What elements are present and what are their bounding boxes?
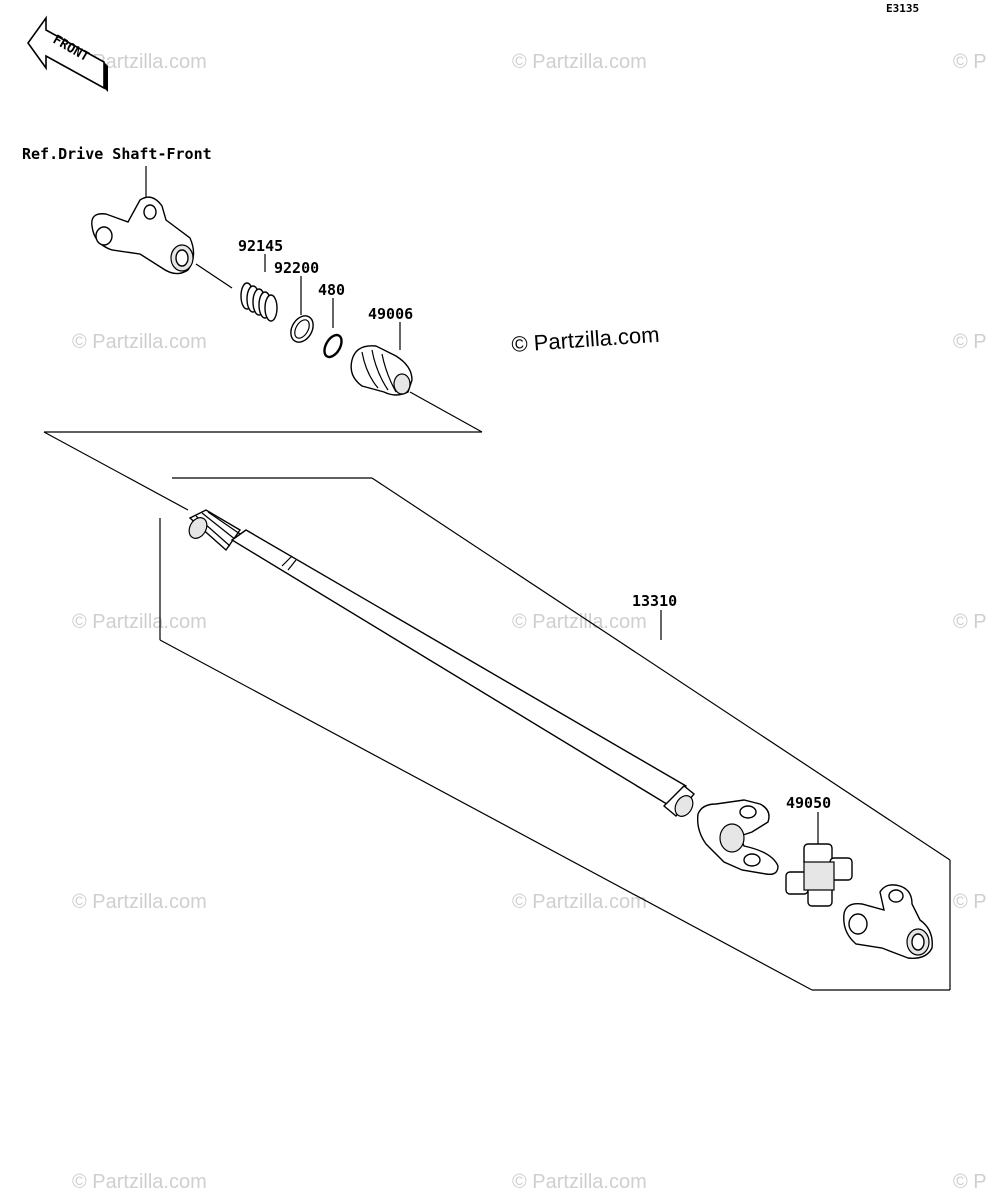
watermark-main: © Partzilla.com [511,322,661,357]
circlip-part [323,333,343,359]
watermark: © Partzilla.com [512,891,647,913]
boot-part [350,345,413,396]
part-number-label: 49006 [368,305,413,323]
diagram-code: E3135 [886,2,919,15]
watermark: © Partzilla.com [72,611,207,633]
part-number-label: 92200 [274,259,319,277]
watermark: © Partzilla.com [72,1171,207,1193]
ref-yoke [91,196,195,275]
part-number-label: 13310 [632,592,677,610]
watermark: © Partzilla.com [512,611,647,633]
watermark: © P [953,51,987,73]
part-number-label: 49050 [786,794,831,812]
watermark: © Partzilla.com [512,51,647,73]
part-number-label: 92145 [238,237,283,255]
watermark: © P [953,331,987,353]
watermark: © P [953,611,987,633]
watermark: © Partzilla.com [512,1171,647,1193]
yoke-part [696,799,779,876]
watermarks: © Partzilla.com © Partzilla.com © P © Pa… [72,51,987,1193]
watermark: © P [953,891,987,913]
watermark: © Partzilla.com [72,891,207,913]
universal-joint-part [785,843,853,907]
part-number-label: 480 [318,281,345,299]
drive-shaft-part [188,509,695,817]
spring-part [240,282,278,322]
watermark: © P [953,1171,987,1193]
ring-part [290,315,314,343]
yoke-part [843,884,933,959]
watermark: © Partzilla.com [72,331,207,353]
ref-label: Ref.Drive Shaft-Front [22,145,212,163]
